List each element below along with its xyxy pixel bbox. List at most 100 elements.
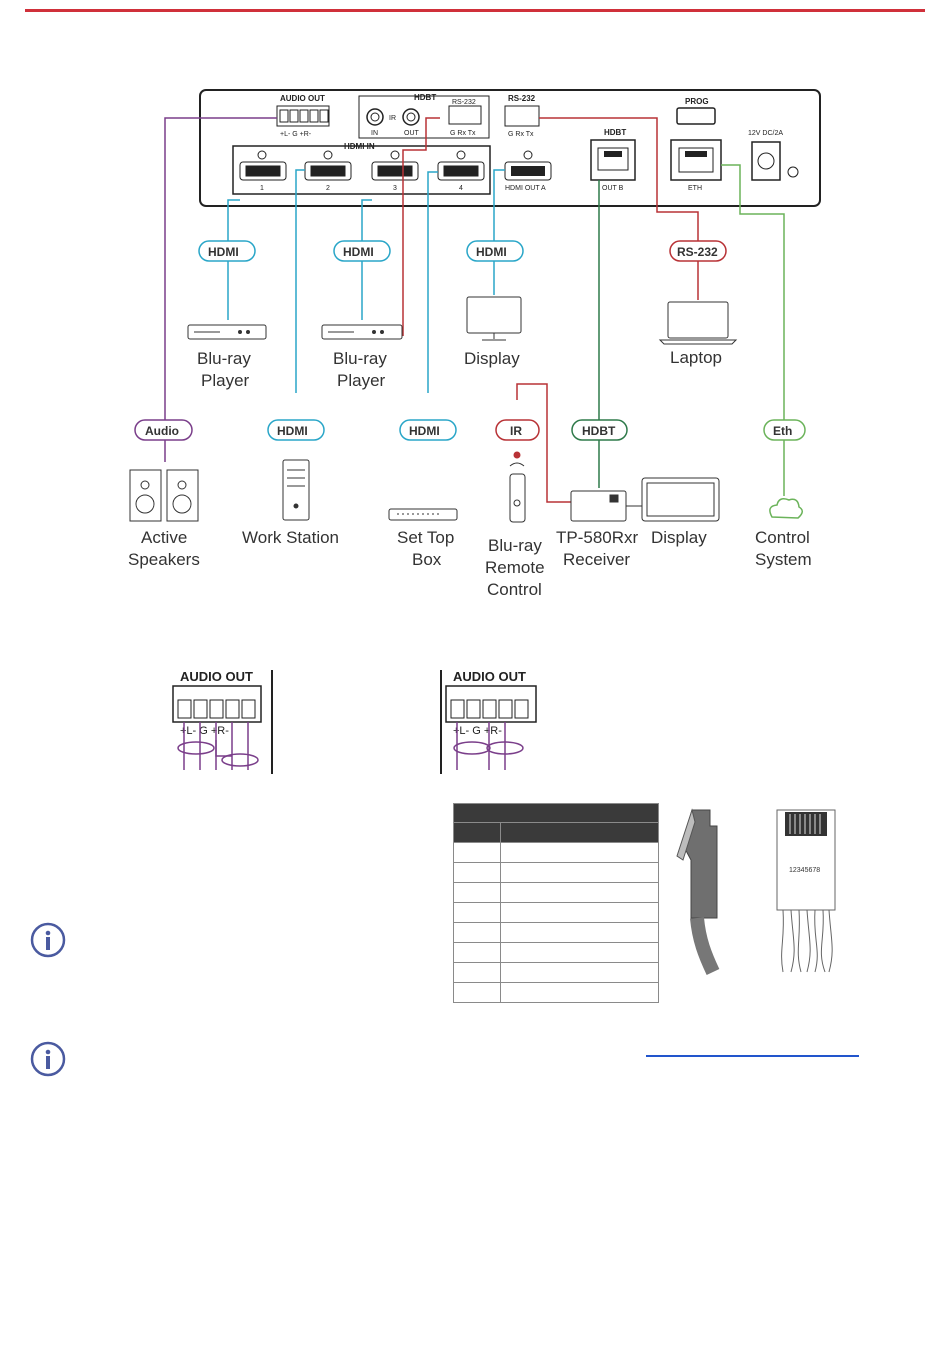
audio-out-terminal — [276, 105, 330, 127]
svg-text:IR: IR — [510, 424, 522, 438]
workstation-label: Work Station — [242, 528, 339, 547]
rj45-pin-numbers: 12345678 — [789, 867, 820, 874]
remote-control-icon — [509, 451, 526, 523]
workstation-icon — [282, 459, 310, 521]
control-system-label-line2: System — [755, 550, 812, 569]
table-row — [453, 902, 659, 923]
connection-diagram: AUDIO OUT +L- G +R- HDBT IR IN OUT RS-23… — [128, 89, 821, 599]
power-label: 12V DC/2A — [748, 130, 783, 137]
hdmi-in-3-label: 3 — [393, 185, 397, 192]
table-row — [453, 882, 659, 903]
hdbt-label: HDBT — [604, 128, 626, 137]
bluray-player-1-label-line1: Blu-ray — [197, 349, 251, 368]
hdmi-in-ports — [239, 150, 485, 181]
prog-usb-port — [676, 107, 716, 125]
svg-text:HDMI: HDMI — [409, 424, 440, 438]
svg-text:+L- G +R-: +L- G +R- — [180, 725, 229, 737]
prog-label: PROG — [685, 97, 709, 106]
receiver-label-line2: Receiver — [563, 550, 630, 569]
rear-panel — [199, 89, 821, 207]
rs232-pins: G Rx Tx — [508, 131, 534, 138]
rs232-pill: RS-232 — [669, 240, 727, 262]
rj45-connector-illustrations: 12345678 — [676, 808, 836, 975]
display-1-icon — [466, 296, 522, 341]
svg-text:AUDIO OUT: AUDIO OUT — [453, 669, 526, 684]
rj45-front-view-icon: 12345678 — [776, 809, 836, 973]
audio-wiring-unbalanced: AUDIO OUT +L- G +R- — [440, 669, 537, 774]
pinout-table-header-row — [453, 822, 659, 843]
svg-text:HDMI: HDMI — [343, 245, 374, 259]
header-accent-bar — [25, 9, 925, 12]
rs232-label: RS-232 — [508, 94, 536, 103]
speakers-label-line1: Active — [141, 528, 187, 547]
hdmi-in-2-label: 2 — [326, 185, 330, 192]
ir-label: IR — [389, 115, 396, 122]
out-b-label: OUT B — [602, 185, 624, 192]
display-2-icon — [641, 477, 720, 522]
remote-label-line2: Remote — [485, 558, 545, 577]
laptop-icon — [658, 301, 738, 345]
ir-pill: IR — [495, 419, 540, 441]
rs232-small-pins: G Rx Tx — [450, 130, 476, 137]
bluray-player-1-icon — [187, 324, 267, 340]
rj45-side-view-icon — [676, 808, 720, 975]
svg-text:HDMI: HDMI — [476, 245, 507, 259]
ir-in-label: IN — [371, 130, 378, 137]
svg-text:Audio: Audio — [145, 424, 179, 438]
document-link-underline[interactable] — [646, 1055, 859, 1057]
table-row — [453, 842, 659, 863]
svg-text:HDBT: HDBT — [582, 424, 616, 438]
hdmi-in-4-label: 4 — [459, 185, 463, 192]
audio-wiring-diagrams: AUDIO OUT +L- G +R- AUDIO OUT +L- G +R- — [172, 669, 537, 774]
hdmi-in-1-label: 1 — [260, 185, 264, 192]
svg-text:+L- G +R-: +L- G +R- — [453, 725, 502, 737]
info-icon — [30, 1041, 66, 1077]
rs232-terminal — [504, 105, 540, 127]
table-row — [453, 962, 659, 983]
control-system-label-line1: Control — [755, 528, 810, 547]
remote-label-line1: Blu-ray — [488, 536, 542, 555]
table-row — [453, 942, 659, 963]
hdbt-pill: HDBT — [571, 419, 628, 441]
svg-text:HDMI: HDMI — [208, 245, 239, 259]
bluray-player-2-label-line1: Blu-ray — [333, 349, 387, 368]
hdbt-top-label: HDBT — [414, 93, 436, 102]
laptop-label: Laptop — [670, 348, 722, 367]
eth-pill: Eth — [763, 419, 806, 441]
audio-out-label: AUDIO OUT — [280, 94, 325, 103]
hdmi-pill-out: HDMI — [466, 240, 524, 262]
table-row — [453, 922, 659, 943]
hdmi-pill-1: HDMI — [198, 240, 256, 262]
rs232-small-label: RS-232 — [452, 99, 476, 106]
rs232-small-terminal — [448, 105, 482, 125]
pinout-table-title-row — [453, 803, 659, 823]
ir-out-label: OUT — [404, 130, 420, 137]
svg-text:Eth: Eth — [773, 424, 792, 438]
table-row — [453, 862, 659, 883]
receiver-icon — [570, 490, 627, 522]
hdmi-pill-4: HDMI — [399, 419, 457, 441]
bluray-player-2-label-line2: Player — [337, 371, 386, 390]
audio-out-pins: +L- G +R- — [280, 131, 312, 138]
display-2-label: Display — [651, 528, 707, 547]
svg-text:RS-232: RS-232 — [677, 245, 718, 259]
speakers-label-line2: Speakers — [128, 550, 200, 569]
hdmi-pill-3: HDMI — [267, 419, 325, 441]
bluray-player-2-icon — [321, 324, 403, 340]
hdmi-in-group — [232, 145, 491, 195]
set-top-box-label-line2: Box — [412, 550, 442, 569]
svg-text:HDMI: HDMI — [277, 424, 308, 438]
audio-wiring-balanced: AUDIO OUT +L- G +R- — [172, 669, 273, 774]
speakers-icon — [129, 469, 199, 522]
audio-pill: Audio — [134, 419, 193, 441]
cloud-icon — [769, 498, 803, 519]
info-icon — [30, 922, 66, 958]
bluray-player-1-label-line2: Player — [201, 371, 250, 390]
pinout-table — [453, 803, 659, 1003]
receiver-label-line1: TP-580Rxr — [556, 528, 639, 547]
hdmi-pill-2: HDMI — [333, 240, 391, 262]
table-row — [453, 982, 659, 1003]
svg-text:AUDIO OUT: AUDIO OUT — [180, 669, 253, 684]
set-top-box-label-line1: Set Top — [397, 528, 454, 547]
eth-label: ETH — [688, 185, 702, 192]
